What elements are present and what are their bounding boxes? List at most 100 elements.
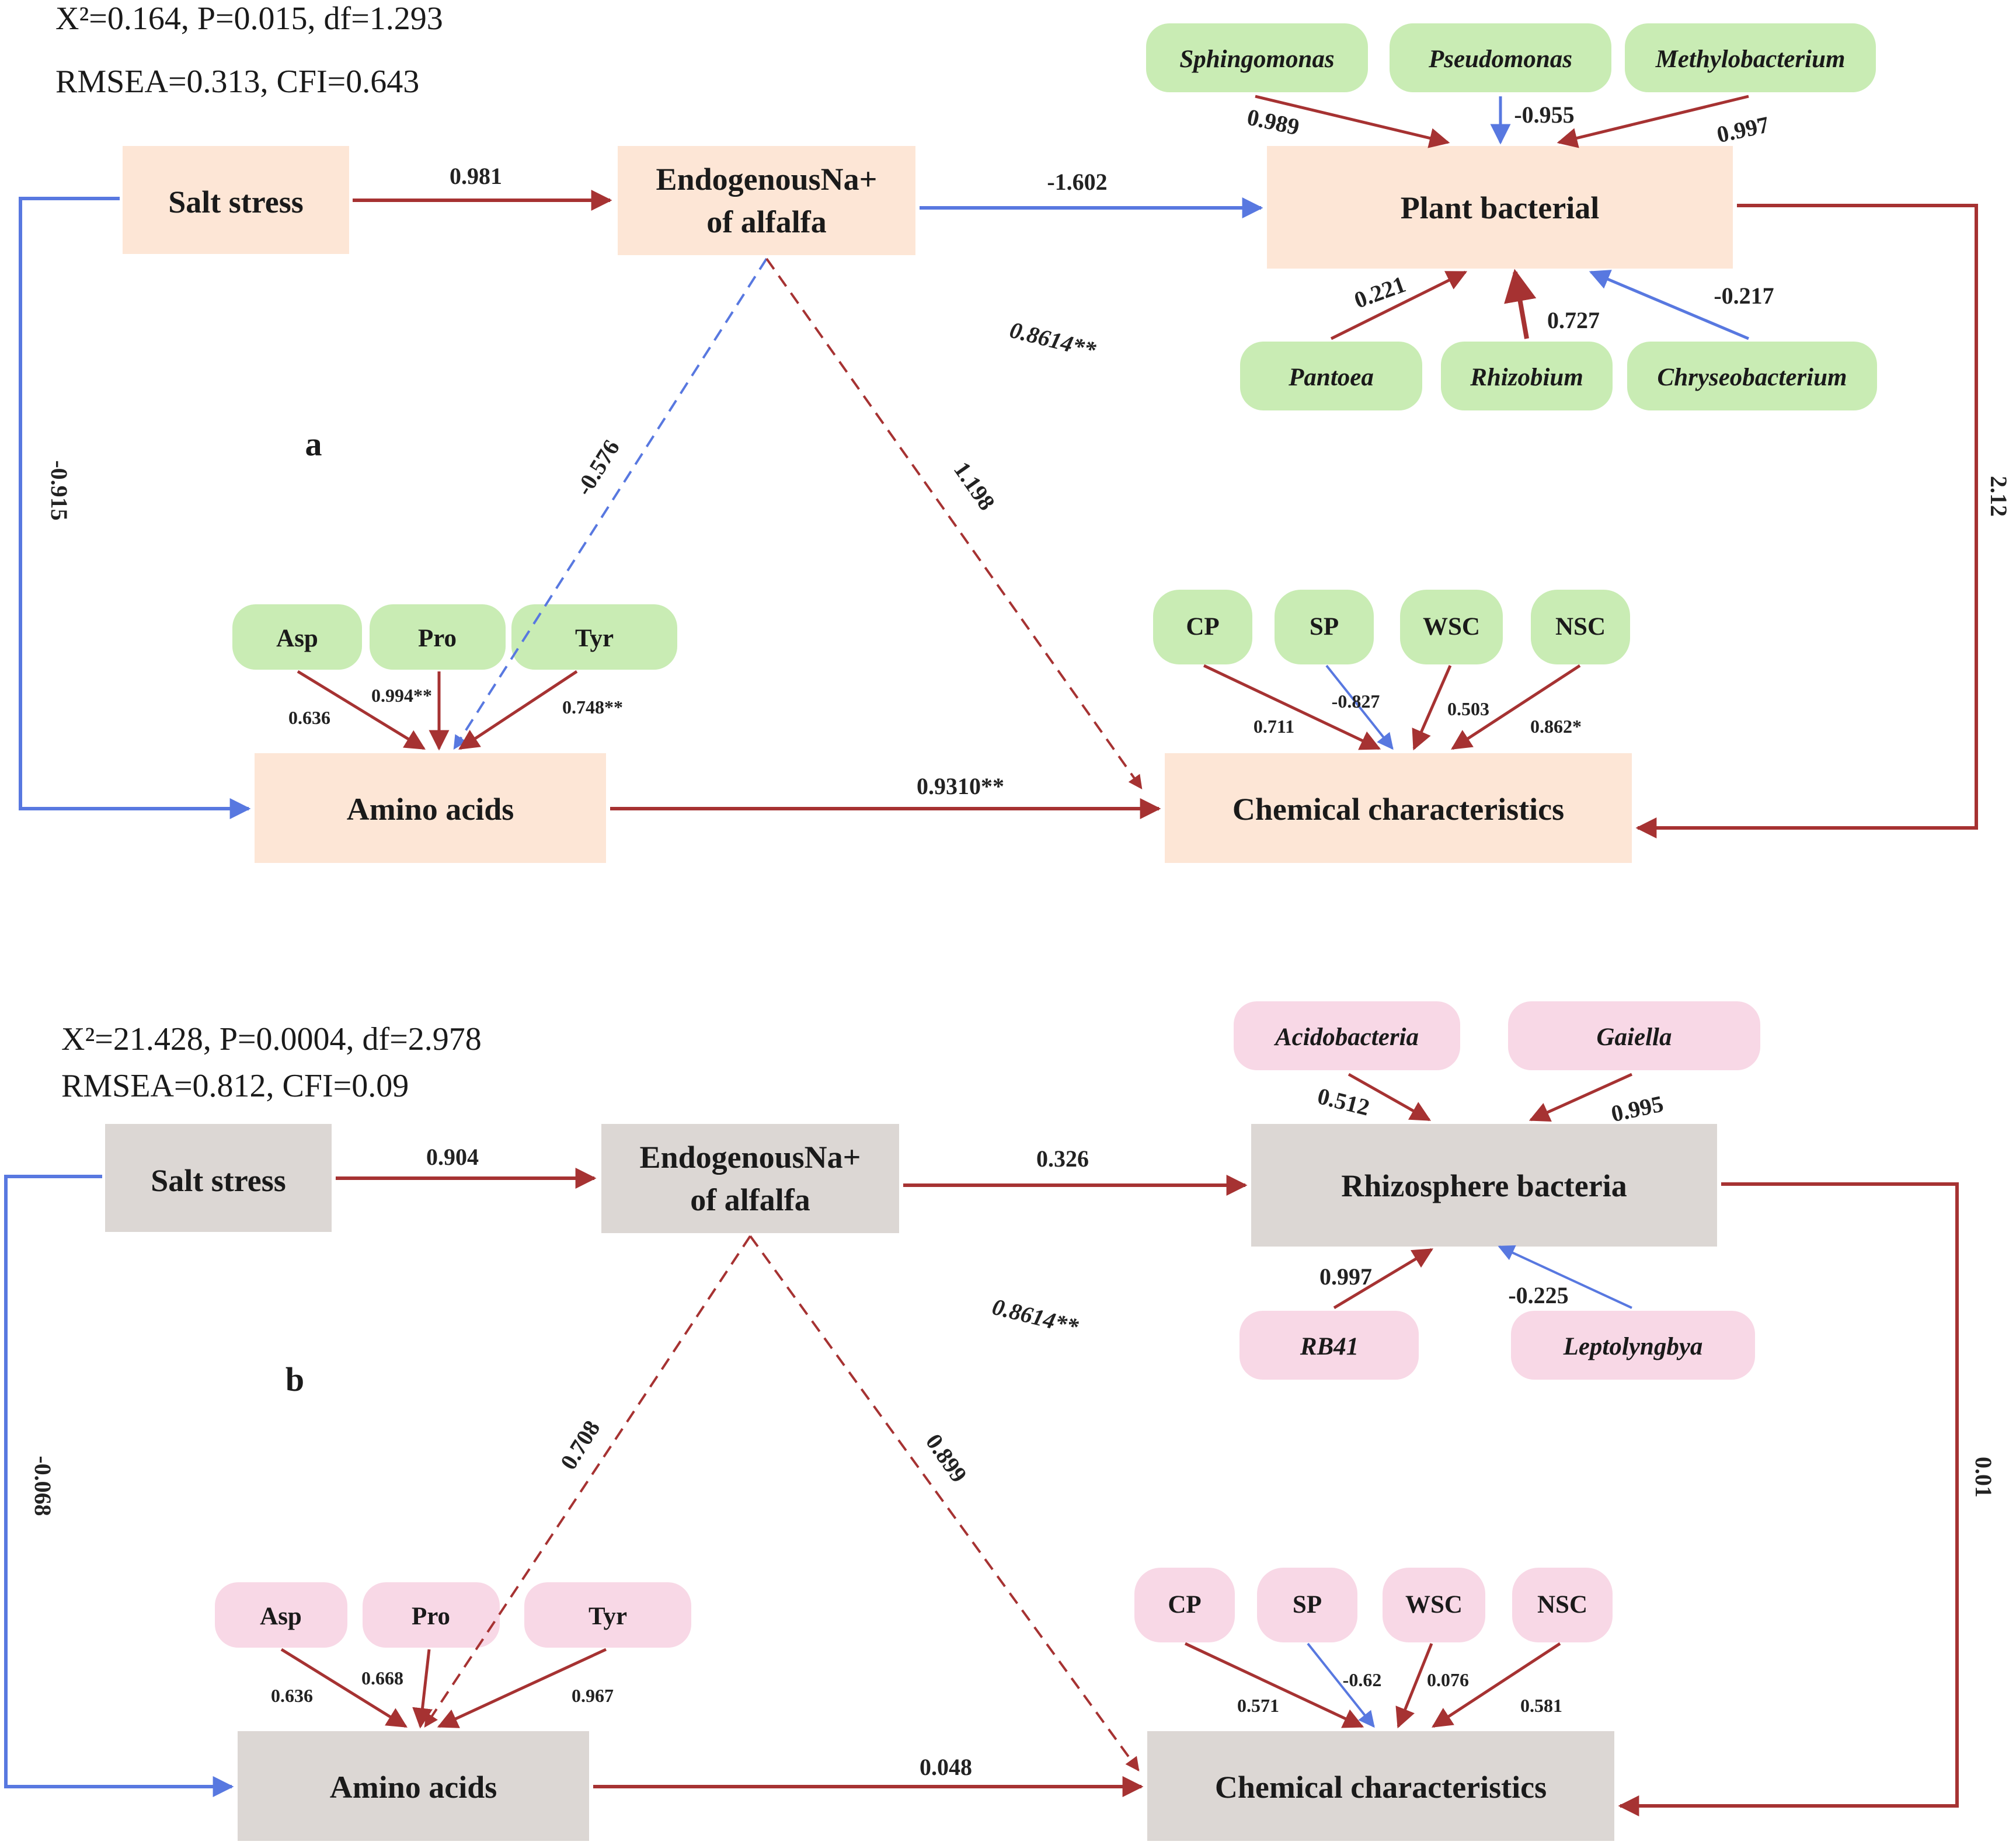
arrow-sphingomonas <box>1255 95 1450 148</box>
tyr-label: Tyr <box>575 625 614 652</box>
tyr-node <box>524 1582 691 1648</box>
chryseobacterium-node <box>1627 342 1877 410</box>
fit-stats-line1: X²=0.164, P=0.015, df=1.293 <box>55 1 443 37</box>
arrow-cp <box>1203 664 1381 750</box>
salt-stress-label: Salt stress <box>168 184 304 220</box>
rb41-node <box>1239 1311 1419 1380</box>
sphingomonas-node <box>1146 23 1368 92</box>
wsc-label: WSC <box>1405 1591 1463 1618</box>
sp-label: SP <box>1310 613 1339 640</box>
coef-rhizosphere-to-chemical: 0.01 <box>1970 1457 1997 1498</box>
wsc-node <box>1383 1568 1485 1642</box>
asp-node <box>215 1582 347 1648</box>
endogenous-na-box <box>618 146 915 255</box>
rhizobium-node <box>1441 342 1613 410</box>
coef-cp: 0.571 <box>1237 1695 1279 1716</box>
coef-chryseobacterium: -0.217 <box>1714 283 1774 309</box>
sp-node <box>1275 590 1374 664</box>
salt-stress-box <box>105 1124 332 1232</box>
path-endogenous-to-chemical <box>765 257 1143 789</box>
pantoea-label: Pantoea <box>1288 364 1374 391</box>
cp-label: CP <box>1186 613 1219 640</box>
gaiella-label: Gaiella <box>1597 1024 1672 1051</box>
panel-b: X²=21.428, P=0.0004, df=2.978 RMSEA=0.81… <box>4 1001 1997 1841</box>
plant-bacterial-label: Plant bacterial <box>1401 190 1599 225</box>
nsc-label: NSC <box>1537 1591 1587 1618</box>
coef-pro: 0.668 <box>361 1668 403 1689</box>
cp-label: CP <box>1168 1591 1201 1618</box>
nsc-node <box>1512 1568 1613 1642</box>
salt-stress-box <box>123 146 349 254</box>
coef-nsc: 0.581 <box>1520 1695 1562 1716</box>
path-salt-to-amino <box>19 197 251 819</box>
coef-asp: 0.636 <box>271 1685 313 1706</box>
coef-wsc: 0.076 <box>1427 1669 1469 1690</box>
coef-sp: -0.62 <box>1343 1669 1382 1690</box>
coef-leptolyngbya: -0.225 <box>1508 1282 1568 1308</box>
pseudomonas-node <box>1390 23 1611 92</box>
coef-endogenous-to-chemical: 1.198 <box>949 457 1000 515</box>
arrow-cp <box>1184 1642 1364 1728</box>
fit-stats-line2: RMSEA=0.313, CFI=0.643 <box>55 64 419 100</box>
arrow-sp <box>1307 1642 1375 1728</box>
coef-endogenous-to-bacterial: -1.602 <box>1047 169 1107 195</box>
cp-node <box>1153 590 1252 664</box>
coef-salt-to-endogenous: 0.904 <box>426 1144 479 1170</box>
coef-wsc: 0.503 <box>1447 698 1489 719</box>
path-endogenous-to-amino <box>453 257 768 750</box>
chemical-characteristics-box <box>1147 1731 1614 1841</box>
rhizosphere-bacteria-box <box>1251 1124 1717 1247</box>
coef-endogenous-to-chemical: 0.899 <box>921 1429 972 1487</box>
cp-node <box>1134 1568 1235 1642</box>
pantoea-node <box>1240 342 1422 410</box>
rb41-label: RB41 <box>1300 1333 1359 1360</box>
path-endogenous-to-amino <box>424 1235 751 1728</box>
amino-acids-box <box>255 753 606 863</box>
coef-pro: 0.994** <box>371 685 432 706</box>
coef-bacterial-to-chemical: 2.12 <box>1986 476 2012 517</box>
salt-stress-label: Salt stress <box>151 1163 286 1198</box>
coef-methylobacterium: 0.997 <box>1714 111 1771 148</box>
asp-label: Asp <box>260 1603 302 1630</box>
amino-acids-box <box>238 1731 589 1841</box>
sphingomonas-label: Sphingomonas <box>1179 46 1334 73</box>
arrow-wsc <box>1412 664 1452 751</box>
amino-acids-label: Amino acids <box>347 792 514 827</box>
arrow-tyr <box>437 1648 607 1728</box>
arrow-rhizobium <box>1504 269 1537 339</box>
wsc-label: WSC <box>1423 613 1480 640</box>
pro-node <box>363 1582 500 1648</box>
chryseobacterium-label: Chryseobacterium <box>1658 364 1847 391</box>
arrow-asp <box>280 1648 408 1728</box>
arrow-asp <box>297 670 426 750</box>
methylobacterium-label: Methylobacterium <box>1655 46 1846 73</box>
endogenous-na-label-line2: of alfalfa <box>706 204 826 239</box>
coef-salt-to-amino: -0.915 <box>46 460 72 520</box>
acidobacteria-label: Acidobacteria <box>1273 1024 1419 1051</box>
asp-node <box>232 604 362 670</box>
sp-node <box>1257 1568 1357 1642</box>
panel-label: b <box>285 1360 304 1398</box>
tyr-label: Tyr <box>589 1603 627 1630</box>
coef-correlation: 0.8614** <box>1007 316 1099 363</box>
rhizobium-label: Rhizobium <box>1470 364 1583 391</box>
methylobacterium-node <box>1625 23 1876 92</box>
coef-tyr: 0.967 <box>572 1685 614 1706</box>
coef-cp: 0.711 <box>1254 716 1294 737</box>
coef-acidobacteria: 0.512 <box>1315 1082 1372 1120</box>
leptolyngbya-node <box>1511 1311 1755 1380</box>
arrow-pro <box>412 1649 433 1729</box>
tyr-node <box>511 604 677 670</box>
coef-sphingomonas: 0.989 <box>1245 103 1301 140</box>
coef-pseudomonas: -0.955 <box>1514 102 1574 128</box>
coef-asp: 0.636 <box>288 707 330 728</box>
arrow-nsc <box>1451 664 1581 750</box>
coef-amino-to-chemical: 0.9310** <box>917 773 1004 799</box>
arrow-tyr <box>458 670 578 750</box>
path-endogenous-to-chemical <box>749 1235 1140 1771</box>
path-rhizosphere-to-chemical <box>1618 1182 1959 1816</box>
nsc-node <box>1531 590 1630 664</box>
arrow-sp <box>1325 664 1394 750</box>
pro-label: Pro <box>412 1603 450 1630</box>
